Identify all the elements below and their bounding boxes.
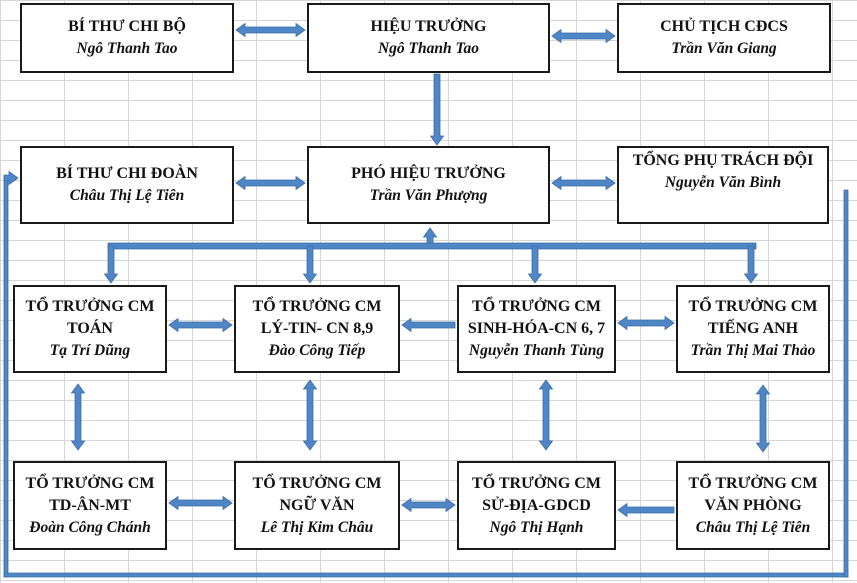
person-name: Nguyễn Văn Bình (664, 174, 782, 191)
subject-label: TOÁN (67, 320, 113, 337)
role-label: BÍ THƯ CHI ĐOÀN (56, 165, 198, 182)
double-arrow (235, 22, 306, 38)
role-label: PHÓ HIỆU TRƯỞNG (351, 165, 506, 182)
box-to-tieng-anh: TỔ TRƯỞNG CM TIẾNG ANH Trần Thị Mai Thảo (676, 285, 830, 373)
box-tong-phu-trach-doi: TỔNG PHỤ TRÁCH ĐỘI Nguyễn Văn Bình (617, 146, 829, 224)
box-bi-thu-chi-bo: BÍ THƯ CHI BỘ Ngô Thanh Tao (20, 3, 234, 73)
person-name: Lê Thị Kim Châu (260, 518, 374, 536)
box-pho-hieu-truong: PHÓ HIỆU TRƯỞNG Trần Văn Phượng (307, 146, 550, 224)
box-to-van-phong: TỔ TRƯỞNG CM VĂN PHÒNG Châu Thị Lệ Tiên (676, 461, 830, 550)
subject-label: SỬ-ĐỊA-GDCD (482, 496, 591, 514)
role-label: HIỆU TRƯỞNG (370, 18, 487, 35)
arrow (302, 245, 318, 284)
person-name: Đoàn Công Chánh (29, 518, 151, 536)
arrow (401, 317, 456, 333)
person-name: Trần Văn Giang (671, 40, 777, 57)
double-arrow (168, 317, 233, 333)
box-to-ly-tin: TỔ TRƯỞNG CM LÝ-TIN- CN 8,9 Đào Công Tiế… (234, 285, 400, 373)
subject-label: SINH-HÓA-CN 6, 7 (467, 320, 606, 337)
arrow (3, 170, 19, 186)
person-name: Trần Văn Phượng (369, 187, 488, 204)
person-name: Ngô Thanh Tao (377, 40, 480, 57)
role-label: TỔ TRƯỞNG CM (472, 298, 601, 315)
subject-label: VĂN PHÒNG (704, 496, 802, 514)
role-label: TỔ TRƯỞNG CM (25, 474, 155, 492)
double-arrow (617, 315, 675, 331)
subject-label: LÝ-TIN- CN 8,9 (260, 320, 374, 337)
connector-bar (107, 242, 757, 250)
subject-label: TD-ÂN-MT (49, 496, 131, 514)
person-name: Trần Thị Mai Thảo (690, 342, 816, 359)
person-name: Ngô Thị Hạnh (489, 518, 584, 536)
person-name: Nguyễn Thanh Tùng (468, 342, 605, 359)
role-label: BÍ THƯ CHI BỘ (68, 18, 186, 35)
box-to-ngu-van: TỔ TRƯỞNG CM NGỮ VĂN Lê Thị Kim Châu (234, 461, 400, 550)
subject-label: NGỮ VĂN (279, 496, 355, 514)
arrow (743, 245, 759, 284)
double-arrow (401, 497, 456, 513)
box-bi-thu-chi-doan: BÍ THƯ CHI ĐOÀN Châu Thị Lệ Tiên (20, 146, 234, 224)
subject-label: TIẾNG ANH (707, 320, 799, 337)
double-arrow (70, 383, 86, 451)
box-to-td-an-mt: TỔ TRƯỞNG CM TD-ÂN-MT Đoàn Công Chánh (13, 461, 167, 550)
person-name: Châu Thị Lệ Tiên (69, 187, 185, 204)
role-label: TỔ TRƯỞNG CM (25, 298, 155, 315)
double-arrow (551, 28, 616, 44)
double-arrow (168, 495, 233, 511)
person-name: Châu Thị Lệ Tiên (695, 518, 811, 536)
role-label: TỔ TRƯỞNG CM (688, 474, 818, 492)
arrow (617, 502, 675, 518)
double-arrow (235, 175, 306, 191)
box-to-su-dia: TỔ TRƯỞNG CM SỬ-ĐỊA-GDCD Ngô Thị Hạnh (457, 461, 616, 550)
person-name: Ngô Thanh Tao (76, 40, 178, 57)
person-name: Đào Công Tiếp (268, 342, 366, 359)
role-label: TỔ TRƯỞNG CM (252, 474, 382, 492)
double-arrow (755, 384, 771, 453)
role-label: TỔ TRƯỞNG CM (688, 298, 818, 315)
arrow (103, 245, 119, 284)
role-label: TỔ TRƯỞNG CM (252, 298, 382, 315)
double-arrow (551, 175, 616, 191)
connector-bar (843, 189, 849, 578)
box-to-sinh-hoa: TỔ TRƯỞNG CM SINH-HÓA-CN 6, 7 Nguyễn Tha… (457, 285, 616, 373)
box-hieu-truong: HIỆU TRƯỞNG Ngô Thanh Tao (307, 3, 550, 73)
role-label: CHỦ TỊCH CĐCS (660, 18, 788, 35)
connector-bar (3, 572, 849, 578)
arrow (527, 245, 543, 284)
box-chu-tich-cdcs: CHỦ TỊCH CĐCS Trần Văn Giang (617, 3, 831, 73)
person-name: Tạ Trí Dũng (49, 342, 131, 359)
role-label: TỔNG PHỤ TRÁCH ĐỘI (632, 152, 814, 169)
box-to-toan: TỔ TRƯỞNG CM TOÁN Tạ Trí Dũng (13, 285, 167, 373)
double-arrow (302, 379, 318, 451)
connector-bar (3, 175, 9, 578)
role-label: TỔ TRƯỞNG CM (472, 474, 601, 492)
double-arrow (538, 379, 554, 451)
arrow (429, 73, 445, 146)
